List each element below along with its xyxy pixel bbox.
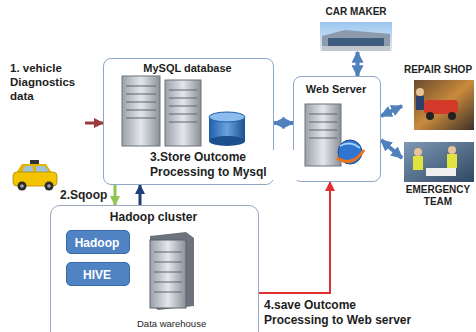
warehouse-server [150,232,194,310]
edge-label: 3.Store Outcome Processing to Mysql [148,150,302,180]
web-server-icon [305,104,364,166]
emergency-picture [404,142,474,182]
database-servers [122,76,245,146]
web-server-box: Web Server [293,76,381,182]
emergency-team: EMERGENCY TEAM [402,140,476,212]
vehicle-source: 1. vehicle Diagnostics data [6,62,85,194]
node-title: Hadoop cluster [51,210,256,224]
repair-shop: REPAIR SHOP [402,62,476,132]
hadoop-box: Hadoop [66,230,130,254]
connector-arrow [381,106,402,116]
edge-label: 2.Sqoop [58,188,109,203]
connector-arrow [259,182,330,293]
node-title: MySQL database [104,62,271,75]
car-maker: CAR MAKER [318,4,397,52]
node-title: 1. vehicle Diagnostics data [10,62,82,103]
taxi-icon [13,160,57,191]
node-title: EMERGENCY TEAM [402,184,474,208]
hive-box: HIVE [66,262,130,286]
connector-arrow [356,52,360,76]
node-title: CAR MAKER [318,6,394,18]
connector-arrow [381,140,402,158]
connector-arrow [114,185,117,205]
connector-arrow [274,121,293,125]
factory-picture [320,22,392,51]
connector-arrow [139,185,142,205]
node-title: HIVE [67,268,127,282]
node-title: Hadoop [67,236,127,250]
node-title: Web Server [294,83,378,96]
edge-label: 4.save Outcome Processing to Web server [262,298,418,328]
node-caption: Data warehouse [137,318,227,329]
node-title: REPAIR SHOP [402,64,474,76]
hadoop-cluster-box: Hadoop clusterData warehouse HadoopHIVE [50,205,259,332]
repair-shop-picture [414,80,474,130]
connector-arrow [85,122,103,125]
